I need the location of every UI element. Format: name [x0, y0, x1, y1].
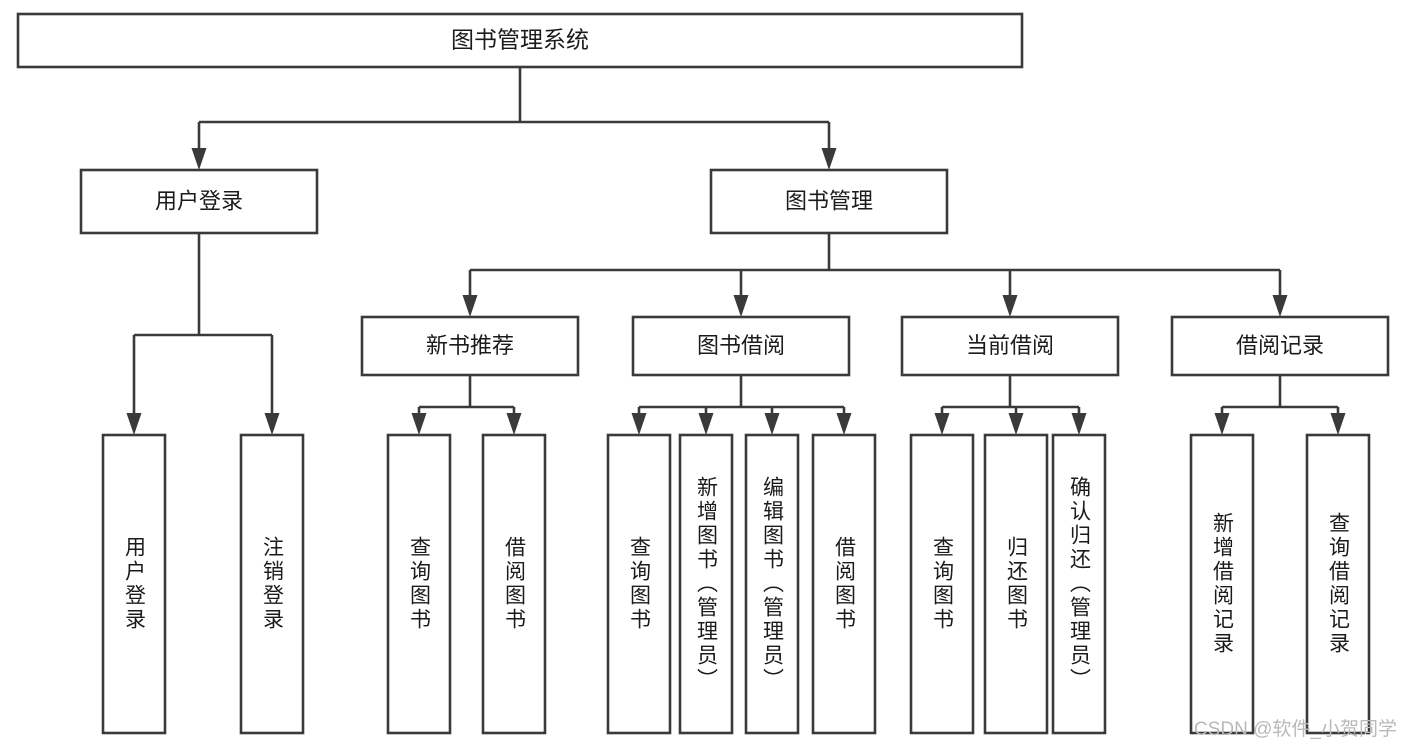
node-l2-1-label: 图书管理: [785, 188, 873, 213]
arrow-head: [934, 413, 950, 435]
node-l2-1[interactable]: [709, 168, 949, 235]
node-leaf-9[interactable]: [983, 433, 1049, 735]
node-l3-2[interactable]: [900, 315, 1120, 377]
node-l3-1-label: 图书借阅: [697, 333, 785, 358]
node-leaf-3[interactable]: [481, 433, 547, 735]
arrow-head: [1214, 413, 1230, 435]
node-leaf-6[interactable]: [744, 433, 800, 735]
arrow-head: [733, 295, 749, 317]
arrow-head: [698, 413, 714, 435]
node-l3-3[interactable]: [1170, 315, 1390, 377]
node-l3-2-label: 当前借阅: [966, 333, 1054, 358]
arrow-head: [836, 413, 852, 435]
node-leaf-1[interactable]: [239, 433, 305, 735]
arrow-head: [506, 413, 522, 435]
node-leaf-11[interactable]: [1189, 433, 1255, 735]
arrow-head: [1008, 413, 1024, 435]
arrow-head: [821, 148, 837, 170]
arrow-head: [191, 148, 207, 170]
node-leaf-5[interactable]: [678, 433, 734, 735]
node-l2-0[interactable]: [79, 168, 319, 235]
node-box-layer: [16, 12, 1390, 735]
node-l3-0[interactable]: [360, 315, 580, 377]
node-leaf-8[interactable]: [909, 433, 975, 735]
node-leaf-7[interactable]: [811, 433, 877, 735]
arrow-head: [462, 295, 478, 317]
arrow-head: [1272, 295, 1288, 317]
arrow-head: [1002, 295, 1018, 317]
arrow-head: [411, 413, 427, 435]
node-l3-3-label: 借阅记录: [1236, 333, 1324, 358]
node-root[interactable]: [16, 12, 1024, 69]
arrow-head: [1071, 413, 1087, 435]
node-leaf-0[interactable]: [101, 433, 167, 735]
node-leaf-12[interactable]: [1305, 433, 1371, 735]
connector-layer: [126, 67, 1346, 435]
arrow-head: [126, 413, 142, 435]
arrow-head: [631, 413, 647, 435]
node-leaf-2[interactable]: [386, 433, 452, 735]
node-l3-1[interactable]: [631, 315, 851, 377]
node-leaf-4[interactable]: [606, 433, 672, 735]
arrow-head: [1330, 413, 1346, 435]
node-root-label: 图书管理系统: [451, 27, 589, 53]
arrow-head: [264, 413, 280, 435]
arrow-head: [764, 413, 780, 435]
node-l2-0-label: 用户登录: [155, 188, 243, 213]
node-leaf-10[interactable]: [1051, 433, 1107, 735]
csdn-watermark: CSDN @软件_小贺同学: [1194, 719, 1397, 740]
node-l3-0-label: 新书推荐: [426, 333, 514, 358]
